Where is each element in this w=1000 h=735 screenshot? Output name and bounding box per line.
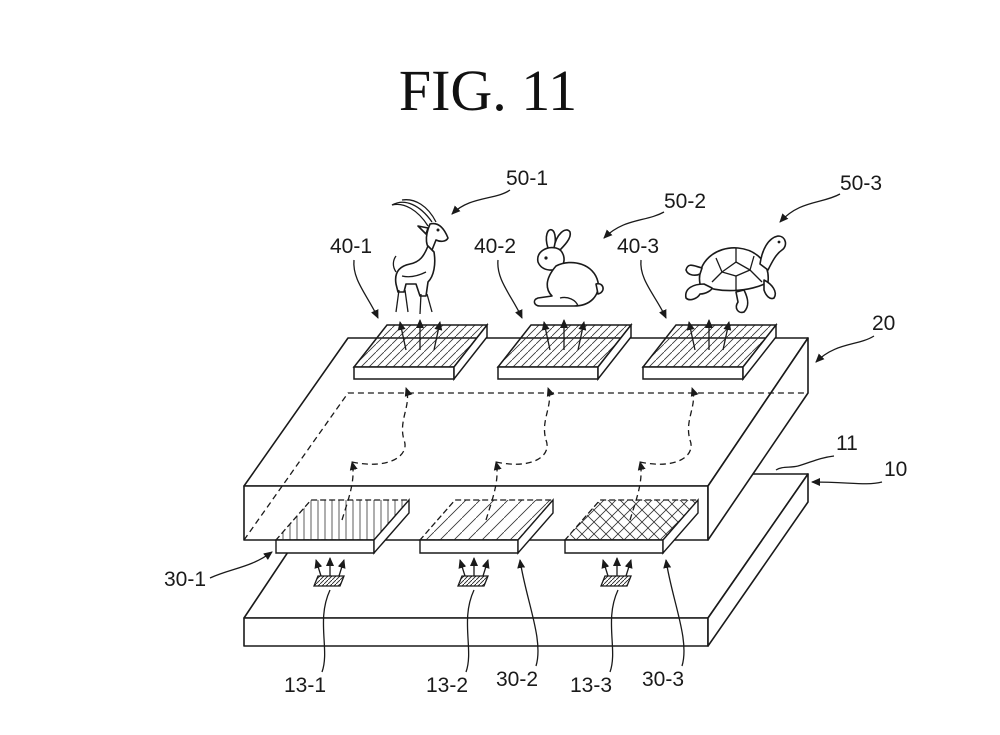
- panel-40-2: [496, 319, 633, 382]
- label-40-2: 40-2: [474, 235, 516, 258]
- light-source-13-2: [457, 557, 490, 587]
- turtle-icon: [684, 235, 787, 314]
- label-40-1: 40-1: [330, 235, 372, 258]
- label-13-3: 13-3: [570, 674, 612, 697]
- label-50-3: 50-3: [840, 172, 882, 195]
- figure-title: FIG. 11: [399, 58, 577, 123]
- converter-30-3: [563, 498, 700, 555]
- label-50-1: 50-1: [506, 167, 548, 190]
- label-30-1: 30-1: [164, 568, 206, 591]
- label-20: 20: [872, 312, 895, 335]
- goat-icon: [391, 199, 449, 315]
- label-30-2: 30-2: [496, 668, 538, 691]
- panel-40-1: [352, 319, 489, 382]
- light-source-13-3: [600, 557, 633, 587]
- label-50-2: 50-2: [664, 190, 706, 213]
- label-40-3: 40-3: [617, 235, 659, 258]
- label-10: 10: [884, 458, 907, 481]
- label-30-3: 30-3: [642, 668, 684, 691]
- light-source-13-1: [313, 557, 346, 587]
- light-paths: [341, 387, 699, 521]
- rabbit-icon: [533, 228, 604, 307]
- label-13-2: 13-2: [426, 674, 468, 697]
- label-11: 11: [836, 432, 858, 455]
- label-13-1: 13-1: [284, 674, 326, 697]
- panel-40-3: [641, 319, 778, 382]
